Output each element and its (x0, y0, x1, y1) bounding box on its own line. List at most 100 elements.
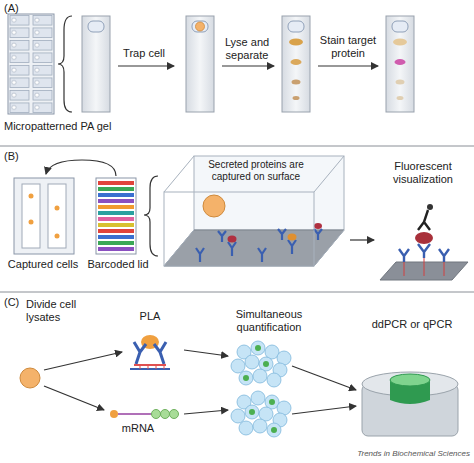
positive-droplet (249, 409, 255, 415)
panel-divider (0, 292, 474, 293)
droplets (253, 419, 267, 433)
gel-slide (186, 16, 214, 112)
part-label: Barcoded lid (84, 258, 152, 271)
panel-label: (A) (4, 2, 34, 15)
note-label: Secreted proteins are captured on surfac… (200, 159, 312, 183)
fluorescent-readout (444, 262, 445, 276)
gel-slide (288, 21, 304, 32)
positive-droplet (269, 399, 275, 405)
positive-droplet (243, 375, 249, 381)
barcode-lid (98, 223, 134, 227)
gel-slide (291, 59, 302, 65)
pla-probe (140, 365, 164, 369)
capture-chamber (164, 192, 314, 266)
barcode-lid (98, 199, 134, 203)
panel-divider (0, 146, 474, 292)
droplets (267, 423, 281, 437)
flow-arrow (44, 386, 104, 410)
droplets (231, 359, 245, 373)
pla-probe (154, 342, 166, 364)
barcode-lid (98, 193, 134, 197)
barcode-lid (96, 178, 136, 254)
droplets (251, 341, 265, 355)
gel-slide (386, 16, 414, 112)
step-label: Fluorescent visualization (374, 160, 472, 186)
gel-slide (192, 21, 208, 32)
mrna-strand (170, 410, 179, 419)
panel-label: (B) (4, 150, 34, 163)
part-label: ddPCR or qPCR (354, 318, 470, 331)
flow-arrow (222, 65, 274, 66)
part-label: Captured cells (0, 258, 86, 271)
panel-divider (0, 146, 474, 147)
gel-slide (289, 39, 303, 46)
mrna-strand (110, 410, 118, 418)
barcode-lid (98, 235, 134, 239)
mrna-strand (118, 413, 152, 415)
flow-arrow (292, 366, 356, 390)
mrna-strand (152, 410, 161, 419)
barcode-lid (98, 181, 134, 185)
pla-probe (164, 365, 165, 369)
flow-arrow (184, 350, 228, 356)
part-label: mRNA (110, 422, 166, 435)
droplets (231, 409, 245, 423)
mrna-strand (161, 410, 170, 419)
capture-chamber (228, 236, 237, 243)
fluorescent-readout (404, 262, 405, 276)
positive-droplet (263, 361, 269, 367)
step-label: Trap cell (114, 47, 174, 60)
capture-chamber (196, 248, 204, 262)
capture-chip (48, 184, 66, 248)
gel-slide (292, 80, 301, 85)
pla-probe (134, 342, 146, 364)
fluorescent-readout (439, 249, 449, 262)
flow-arrow (118, 65, 174, 66)
flow-arrow (44, 352, 122, 370)
flow-arrow (350, 239, 374, 240)
flow-arrow (318, 65, 378, 66)
flow-arrow (46, 160, 116, 176)
capture-chamber (164, 156, 194, 192)
barcode-lid (98, 205, 134, 209)
fluorescent-readout (427, 204, 433, 210)
droplets (251, 391, 265, 405)
gel-slide (282, 16, 310, 112)
flow-arrow (184, 410, 228, 414)
droplets (231, 341, 291, 437)
capture-chip (14, 178, 74, 254)
gel-slide (196, 22, 205, 31)
cell (20, 368, 40, 388)
gel-slide (282, 16, 310, 112)
gel-slide (88, 21, 104, 32)
fluorescent-readout (418, 244, 430, 258)
droplets (245, 355, 259, 369)
step-label: Stain target protein (310, 34, 386, 60)
watermark: Trends in Biochemical Sciences (300, 449, 470, 459)
barcode-lid (98, 229, 134, 233)
capture-chamber (164, 230, 194, 266)
droplets (239, 421, 253, 435)
positive-droplet (255, 345, 261, 351)
capture-chip (14, 178, 74, 254)
capture-chamber (314, 156, 344, 192)
capture-chamber (258, 248, 266, 262)
pla-probe (134, 364, 166, 366)
capture-chamber (314, 230, 344, 266)
bracket (58, 16, 72, 112)
capture-chip (55, 206, 60, 211)
capture-chamber (194, 156, 344, 230)
fluorescent-readout (424, 258, 425, 276)
barcode-lid (98, 211, 134, 215)
capture-chip (22, 184, 40, 248)
gel-slide (393, 39, 407, 46)
pcr-instrument (362, 372, 458, 436)
part-label: Micropatterned PA gel (4, 120, 134, 133)
gel-slide (386, 16, 414, 112)
droplets (267, 373, 281, 387)
gel-slide (395, 59, 406, 65)
flow-arrow (292, 406, 356, 414)
barcode-lid (98, 187, 134, 191)
gel-slide (293, 96, 300, 100)
